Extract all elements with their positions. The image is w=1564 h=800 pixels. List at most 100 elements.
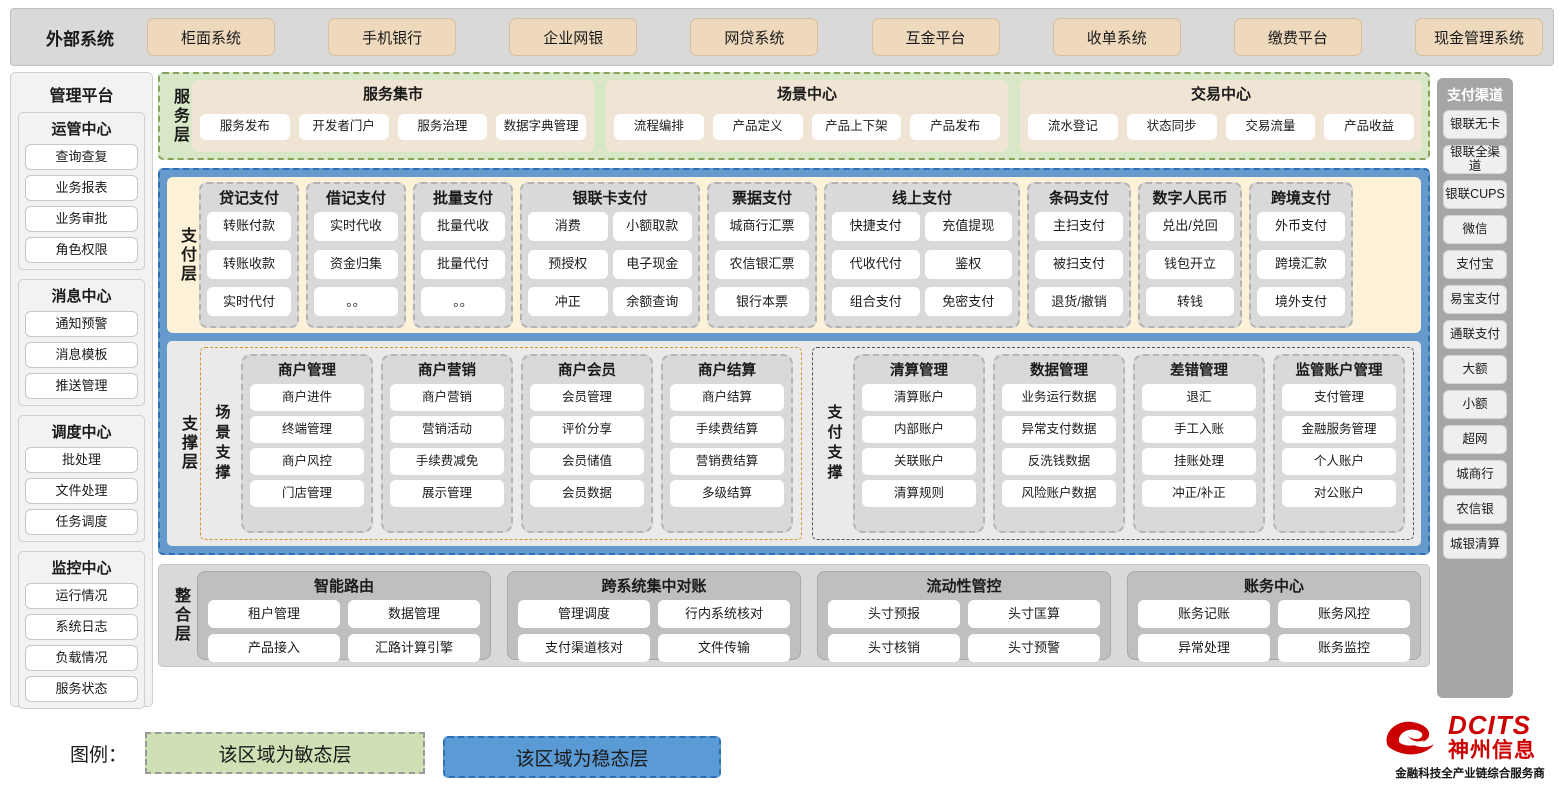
- payment-item[interactable]: 跨境汇款: [1257, 249, 1345, 279]
- service-item[interactable]: 数据字典管理: [496, 114, 586, 140]
- integration-item[interactable]: 异常处理: [1138, 634, 1270, 662]
- admin-item[interactable]: 业务报表: [25, 175, 138, 201]
- support-item[interactable]: 业务运行数据: [1002, 384, 1116, 411]
- integration-item[interactable]: 支付渠道核对: [518, 634, 650, 662]
- integration-item[interactable]: 文件传输: [658, 634, 790, 662]
- integration-item[interactable]: 头寸预报: [828, 600, 960, 628]
- payment-item[interactable]: 。。: [421, 287, 505, 317]
- payment-item[interactable]: 退货/撤销: [1035, 287, 1123, 317]
- channel-item[interactable]: 银联无卡: [1443, 110, 1507, 139]
- service-item[interactable]: 开发者门户: [298, 114, 389, 140]
- channel-item[interactable]: 农信银: [1443, 495, 1507, 524]
- service-item[interactable]: 产品上下架: [811, 114, 902, 140]
- support-item[interactable]: 会员数据: [530, 480, 644, 507]
- service-item[interactable]: 交易流量: [1225, 114, 1316, 140]
- admin-item[interactable]: 批处理: [25, 447, 138, 473]
- payment-item[interactable]: 被扫支付: [1035, 249, 1123, 279]
- integration-item[interactable]: 账务记账: [1138, 600, 1270, 628]
- channel-item[interactable]: 小额: [1443, 390, 1507, 419]
- integration-item[interactable]: 数据管理: [348, 600, 480, 628]
- payment-item[interactable]: 批量代收: [421, 212, 505, 241]
- support-item[interactable]: 异常支付数据: [1002, 416, 1116, 443]
- payment-item[interactable]: 主扫支付: [1035, 212, 1123, 241]
- service-item[interactable]: 产品收益: [1324, 114, 1414, 140]
- payment-item[interactable]: 实时代付: [207, 287, 291, 317]
- support-item[interactable]: 手工入账: [1142, 416, 1256, 443]
- payment-item[interactable]: 冲正: [528, 287, 608, 317]
- channel-item[interactable]: 通联支付: [1443, 320, 1507, 349]
- integration-item[interactable]: 头寸核销: [828, 634, 960, 662]
- support-item[interactable]: 反洗钱数据: [1002, 448, 1116, 475]
- payment-item[interactable]: 预授权: [528, 249, 608, 279]
- payment-item[interactable]: 批量代付: [421, 249, 505, 279]
- payment-item[interactable]: 。。: [314, 287, 398, 317]
- support-item[interactable]: 评价分享: [530, 416, 644, 443]
- support-item[interactable]: 金融服务管理: [1282, 416, 1396, 443]
- integration-item[interactable]: 产品接入: [208, 634, 340, 662]
- admin-item[interactable]: 通知预警: [25, 311, 138, 337]
- integration-item[interactable]: 账务监控: [1278, 634, 1410, 662]
- payment-item[interactable]: 钱包开立: [1146, 249, 1234, 279]
- payment-item[interactable]: 组合支付: [832, 287, 920, 317]
- integration-item[interactable]: 汇路计算引擎: [348, 634, 480, 662]
- channel-item[interactable]: 银联全渠道: [1443, 145, 1507, 174]
- support-item[interactable]: 个人账户: [1282, 448, 1396, 475]
- support-item[interactable]: 营销费结算: [670, 448, 784, 475]
- admin-item[interactable]: 服务状态: [25, 676, 138, 702]
- support-item[interactable]: 手续费结算: [670, 416, 784, 443]
- service-item[interactable]: 服务发布: [200, 114, 290, 140]
- integration-item[interactable]: 头寸预警: [968, 634, 1100, 662]
- channel-item[interactable]: 城商行: [1443, 460, 1507, 489]
- payment-item[interactable]: 充值提现: [924, 212, 1012, 241]
- payment-item[interactable]: 免密支付: [924, 287, 1012, 317]
- support-item[interactable]: 终端管理: [250, 416, 364, 443]
- support-item[interactable]: 退汇: [1142, 384, 1256, 411]
- channel-item[interactable]: 大额: [1443, 355, 1507, 384]
- service-item[interactable]: 产品定义: [712, 114, 803, 140]
- support-item[interactable]: 内部账户: [862, 416, 976, 443]
- admin-item[interactable]: 查询查复: [25, 144, 138, 170]
- support-item[interactable]: 对公账户: [1282, 480, 1396, 507]
- channel-item[interactable]: 支付宝: [1443, 250, 1507, 279]
- support-item[interactable]: 挂账处理: [1142, 448, 1256, 475]
- payment-item[interactable]: 小额取款: [612, 212, 692, 241]
- support-item[interactable]: 多级结算: [670, 480, 784, 507]
- payment-item[interactable]: 外币支付: [1257, 212, 1345, 241]
- service-item[interactable]: 流程编排: [614, 114, 704, 140]
- support-item[interactable]: 会员储值: [530, 448, 644, 475]
- payment-item[interactable]: 实时代收: [314, 212, 398, 241]
- admin-item[interactable]: 负载情况: [25, 645, 138, 671]
- integration-item[interactable]: 租户管理: [208, 600, 340, 628]
- external-system-item[interactable]: 企业网银: [509, 18, 638, 56]
- admin-item[interactable]: 运行情况: [25, 583, 138, 609]
- external-system-item[interactable]: 现金管理系统: [1414, 18, 1543, 56]
- payment-item[interactable]: 农信银汇票: [715, 249, 809, 279]
- channel-item[interactable]: 易宝支付: [1443, 285, 1507, 314]
- support-item[interactable]: 手续费减免: [390, 448, 504, 475]
- integration-item[interactable]: 行内系统核对: [658, 600, 790, 628]
- external-system-item[interactable]: 缴费平台: [1233, 18, 1362, 56]
- support-item[interactable]: 商户结算: [670, 384, 784, 411]
- service-item[interactable]: 状态同步: [1126, 114, 1217, 140]
- support-item[interactable]: 风险账户数据: [1002, 480, 1116, 507]
- integration-item[interactable]: 管理调度: [518, 600, 650, 628]
- admin-item[interactable]: 消息模板: [25, 342, 138, 368]
- admin-item[interactable]: 业务审批: [25, 206, 138, 232]
- admin-item[interactable]: 文件处理: [25, 478, 138, 504]
- payment-item[interactable]: 电子现金: [612, 249, 692, 279]
- support-item[interactable]: 商户风控: [250, 448, 364, 475]
- payment-item[interactable]: 境外支付: [1257, 287, 1345, 317]
- integration-item[interactable]: 账务风控: [1278, 600, 1410, 628]
- payment-item[interactable]: 鉴权: [924, 249, 1012, 279]
- support-item[interactable]: 商户进件: [250, 384, 364, 411]
- payment-item[interactable]: 银行本票: [715, 287, 809, 317]
- support-item[interactable]: 冲正/补正: [1142, 480, 1256, 507]
- channel-item[interactable]: 微信: [1443, 215, 1507, 244]
- payment-item[interactable]: 代收代付: [832, 249, 920, 279]
- admin-item[interactable]: 系统日志: [25, 614, 138, 640]
- admin-item[interactable]: 任务调度: [25, 509, 138, 535]
- channel-item[interactable]: 超网: [1443, 425, 1507, 454]
- external-system-item[interactable]: 收单系统: [1052, 18, 1181, 56]
- payment-item[interactable]: 兑出/兑回: [1146, 212, 1234, 241]
- admin-item[interactable]: 角色权限: [25, 237, 138, 263]
